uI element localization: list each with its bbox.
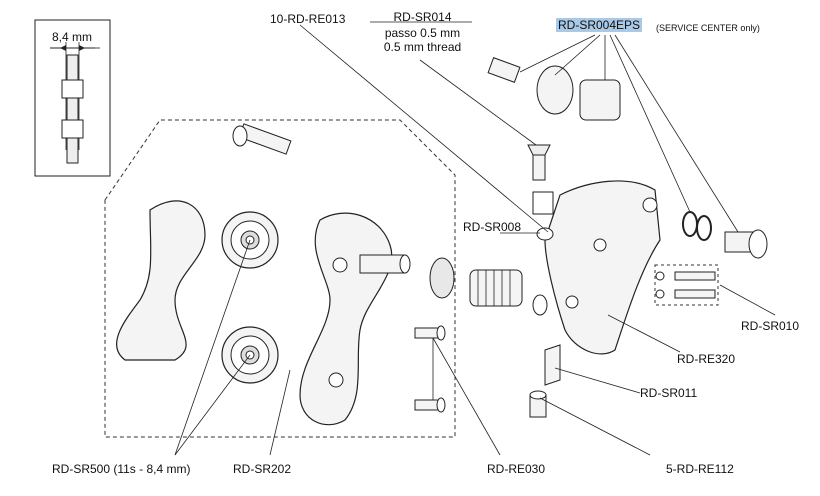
label-sr500: RD-SR500 (11s - 8,4 mm) [52, 462, 191, 476]
label-re112: 5-RD-RE112 [666, 462, 734, 476]
label-sr014-line2: 0.5 mm thread [383, 40, 462, 54]
small-spring [532, 191, 554, 241]
label-sr010: RD-SR010 [741, 319, 800, 333]
label-sr014-line1: passo 0.5 mm [384, 26, 461, 40]
spring-kit [487, 57, 768, 259]
pivot-axle [359, 254, 411, 274]
cage-spring [469, 269, 523, 307]
label-sr004-code: RD-SR004EPS [556, 18, 643, 32]
pulley-group-box [104, 119, 456, 438]
pulley-bolt-long [232, 123, 292, 155]
cable-bolt [529, 390, 547, 418]
cage-screw-bottom [414, 397, 446, 413]
cable-screws [654, 264, 719, 306]
cable-clamp [544, 344, 561, 386]
label-sr202: RD-SR202 [233, 462, 292, 476]
inset-box [34, 19, 111, 177]
limit-screw [527, 144, 551, 181]
label-re030: RD-RE030 [487, 462, 546, 476]
outer-cage-plate [299, 212, 393, 426]
derailleur-body [544, 180, 661, 355]
inner-cage-plate [115, 200, 206, 361]
label-sr014-code: RD-SR014 [393, 10, 452, 24]
ratchet-washer [429, 257, 455, 299]
label-sr008: RD-SR008 [463, 220, 522, 234]
label-sr004-note: (SERVICE CENTER only) [656, 23, 760, 33]
label-re320: RD-RE320 [677, 352, 736, 366]
cage-screw-top [414, 325, 446, 341]
leader-lines [95, 24, 776, 456]
bushing [532, 294, 548, 316]
inset-width-label: 8,4 mm [52, 30, 93, 44]
label-sr011: RD-SR011 [640, 386, 698, 400]
label-re013: 10-RD-RE013 [270, 12, 346, 26]
